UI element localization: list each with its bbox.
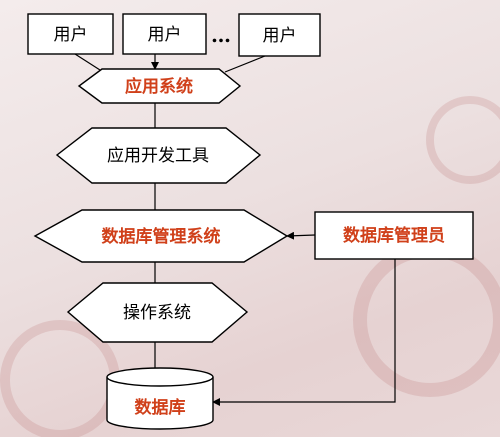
os-label: 操作系统 [123, 303, 191, 323]
connector-dba-dbms [286, 231, 316, 240]
os-hexagon: 操作系统 [66, 282, 249, 343]
app-system-hexagon: 应用系统 [77, 68, 242, 104]
ellipsis-text: … [211, 23, 231, 47]
database-cylinder: 数据库 [106, 367, 214, 430]
connector-user1-app [74, 53, 101, 71]
dbms-hexagon: 数据库管理系统 [33, 209, 289, 263]
connectors [74, 53, 396, 406]
connector-dba-database [212, 259, 396, 406]
user-box-3: 用户 [238, 13, 321, 57]
dev-tools-hexagon: 应用开发工具 [55, 127, 262, 184]
user-box-1-label: 用户 [54, 25, 88, 45]
dba-label: 数据库管理员 [343, 225, 445, 246]
user-box-1: 用户 [27, 13, 114, 55]
connector-user3-app [224, 55, 266, 73]
database-label: 数据库 [135, 397, 186, 418]
dev-tools-label: 应用开发工具 [107, 146, 209, 166]
dbms-label: 数据库管理系统 [102, 226, 221, 247]
dba-box: 数据库管理员 [314, 211, 474, 260]
app-system-label: 应用系统 [125, 76, 193, 97]
user-box-2: 用户 [122, 13, 207, 55]
user-box-3-label: 用户 [263, 26, 297, 46]
user-box-2-label: 用户 [148, 25, 182, 45]
